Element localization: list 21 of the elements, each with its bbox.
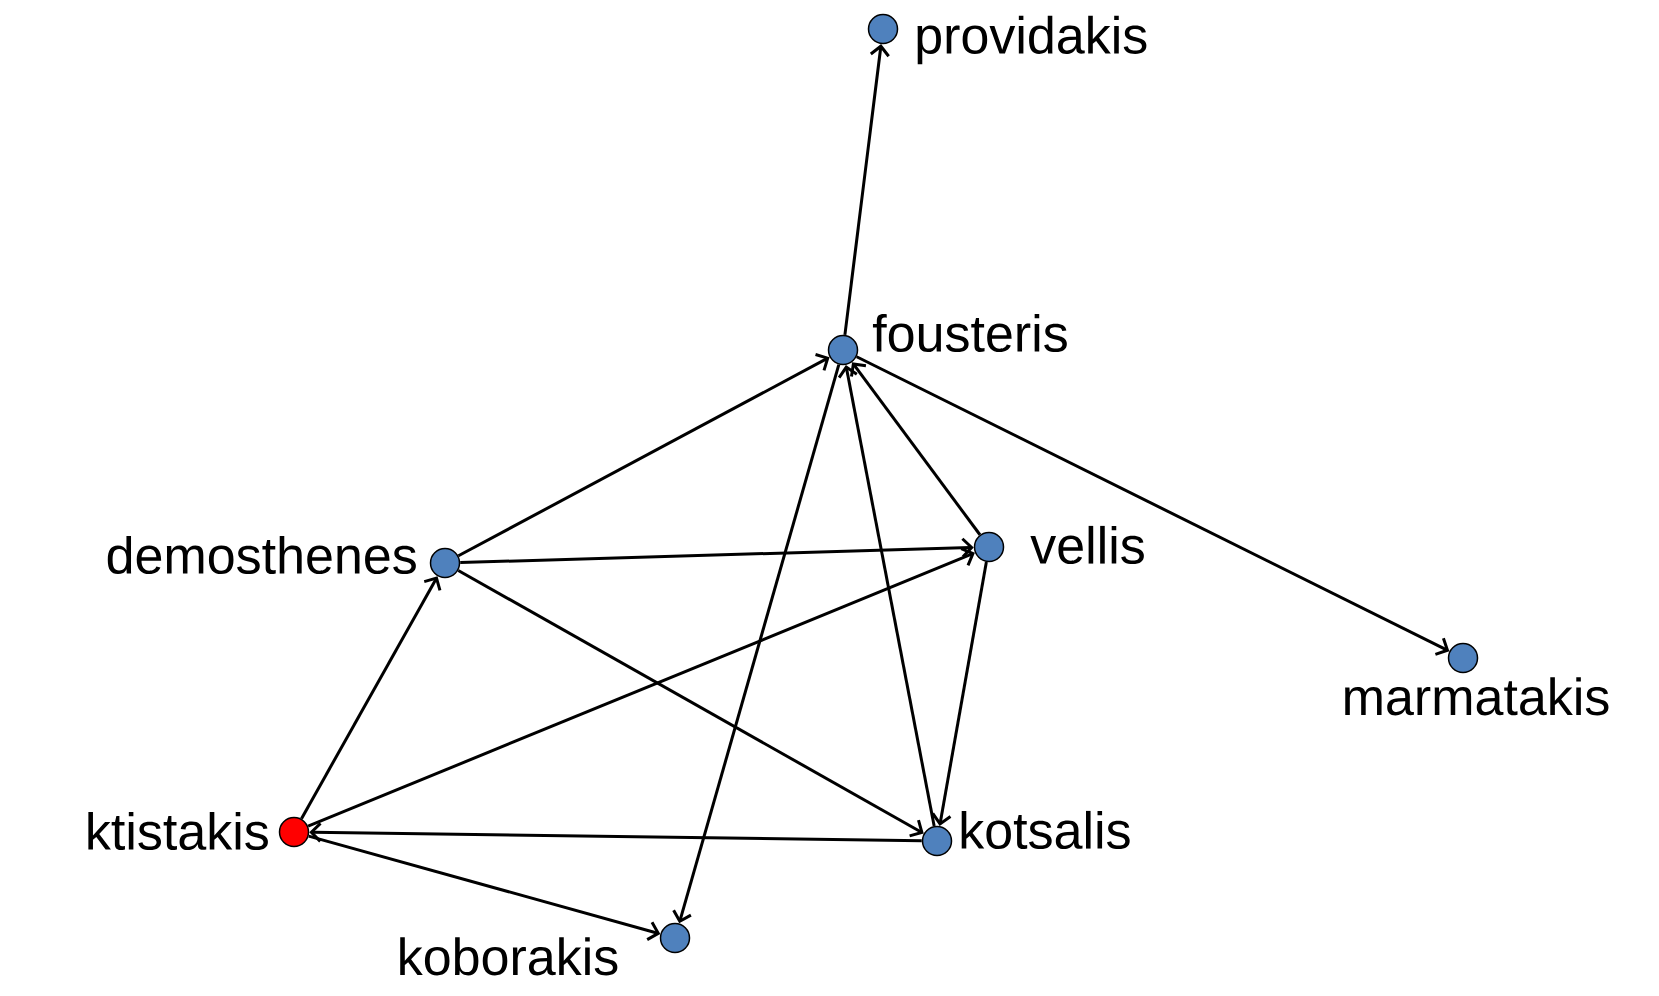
arrow (850, 362, 982, 536)
node-label: marmatakis (1345, 677, 1609, 716)
node-label: demosthenes (107, 535, 416, 575)
arrow (843, 44, 890, 336)
arrow (672, 364, 841, 924)
node-label: vellis (1030, 525, 1144, 565)
arrow (931, 561, 988, 826)
node-label: koborakis (400, 937, 618, 976)
arrow (300, 576, 442, 820)
node-label: fousteris (872, 313, 1067, 353)
arrow (457, 569, 924, 838)
arrow (309, 822, 922, 843)
arrow (856, 355, 1450, 656)
node-label: providakis (917, 15, 1147, 65)
node-label: kotsalis (961, 810, 1130, 850)
arrow (307, 547, 975, 828)
arrow (457, 353, 830, 558)
arrow (308, 834, 661, 941)
arrow (837, 364, 936, 827)
node-label: ktistakis (88, 811, 268, 851)
arrow (460, 537, 974, 565)
